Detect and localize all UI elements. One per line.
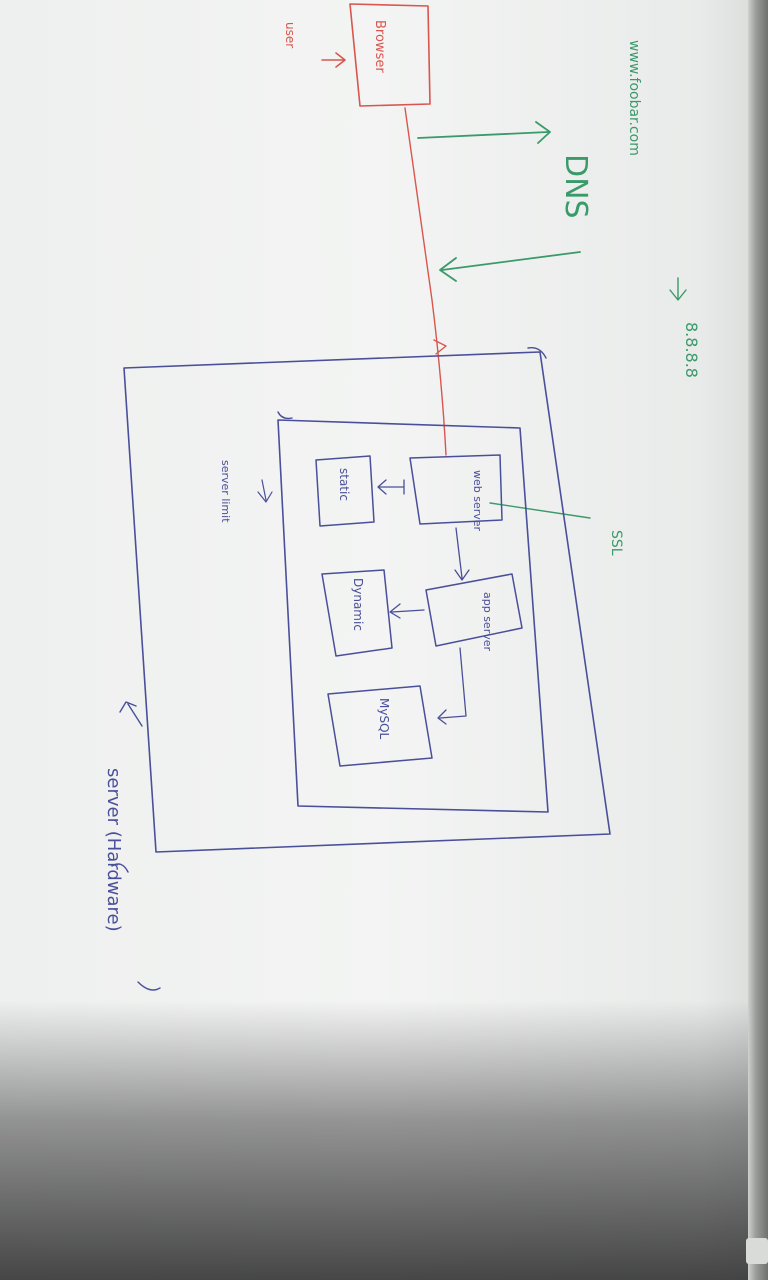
whiteboard-frame <box>748 0 768 1280</box>
app-server-box <box>425 573 523 647</box>
ssl-line <box>489 502 591 519</box>
mysql-box <box>327 685 433 767</box>
static-label: static <box>337 468 351 501</box>
dynamic-box <box>321 569 393 657</box>
web-to-app-arrow <box>454 527 470 581</box>
static-box <box>315 455 375 527</box>
request-line <box>404 107 447 456</box>
server-limit-label: server limit <box>219 460 232 523</box>
domain-ip-arrow <box>669 277 687 301</box>
request-arrowhead <box>433 339 447 355</box>
frame-clip <box>746 1238 768 1264</box>
app-to-dynamic-arrow <box>389 603 425 619</box>
server-hardware-label: server (Hardware) <box>103 768 124 932</box>
ip-label: 8.8.8.8 <box>682 322 701 378</box>
ssl-label: SSL <box>608 530 624 556</box>
app-to-mysql-line <box>437 647 467 725</box>
web-server-label: web server <box>471 470 484 532</box>
user-arrow <box>321 52 346 68</box>
server-hardware-arrow <box>119 701 143 727</box>
browser-label: Browser <box>372 20 387 73</box>
user-label: user <box>283 22 297 48</box>
dns-label: DNS <box>558 154 593 219</box>
app-server-label: app server <box>481 592 494 652</box>
dns-query-arrow <box>417 121 551 144</box>
web-to-static-arrow <box>377 479 405 495</box>
domain-label: www.foobar.com <box>626 40 642 156</box>
dynamic-label: Dynamic <box>351 578 365 631</box>
inner-server-box <box>277 419 549 813</box>
server-limit-arrow <box>257 479 273 503</box>
browser-box <box>349 3 431 107</box>
mysql-label: MySQL <box>377 698 391 740</box>
web-server-box <box>409 454 503 525</box>
dns-response-arrow <box>439 251 581 282</box>
server-hardware-box <box>123 351 611 853</box>
